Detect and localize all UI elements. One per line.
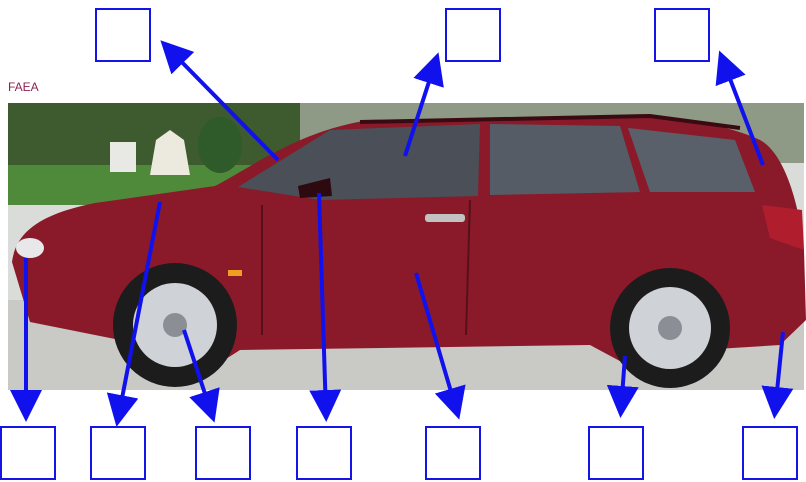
- label-box-rear-wheel[interactable]: [588, 426, 644, 480]
- pedestal: [110, 142, 136, 172]
- arrow-window: [403, 52, 444, 157]
- roof-rail: [359, 113, 741, 130]
- door-handle: [425, 214, 465, 222]
- arrow-roof-rear: [715, 50, 765, 166]
- label-box-mirror[interactable]: [296, 426, 352, 480]
- rear-door-window-icon: [490, 124, 640, 195]
- label-box-headlight[interactable]: [0, 426, 56, 480]
- car: [12, 113, 806, 388]
- front-wheel-icon: [113, 263, 237, 387]
- rear-wheel-icon: [610, 268, 730, 388]
- arrow-hood: [106, 201, 162, 427]
- arrow-mirror: [309, 192, 342, 422]
- headlight-icon: [16, 238, 44, 258]
- label-box-window[interactable]: [445, 8, 501, 62]
- arrow-rear-wheel: [606, 355, 639, 418]
- rear-quarter-window-icon: [628, 128, 755, 192]
- front-window-icon: [238, 124, 480, 200]
- label-box-door[interactable]: [425, 426, 481, 480]
- arrow-windshield: [160, 40, 280, 162]
- label-box-roof-rear[interactable]: [654, 8, 710, 62]
- label-box-rear-bumper[interactable]: [742, 426, 798, 480]
- side-mirror-icon: [298, 178, 332, 198]
- arrow-door: [414, 272, 466, 420]
- arrow-rear-bumper: [761, 331, 794, 419]
- pointer-arrows: [10, 40, 794, 427]
- label-box-front-wheel[interactable]: [195, 426, 251, 480]
- fountain: [150, 130, 190, 175]
- tail-light-icon: [762, 205, 804, 250]
- label-box-windshield[interactable]: [95, 8, 151, 62]
- side-indicator: [228, 270, 242, 276]
- door-seams: [261, 199, 471, 336]
- arrow-front-wheel: [182, 329, 220, 423]
- credit-text: FAEA: [8, 80, 39, 94]
- label-box-hood[interactable]: [90, 426, 146, 480]
